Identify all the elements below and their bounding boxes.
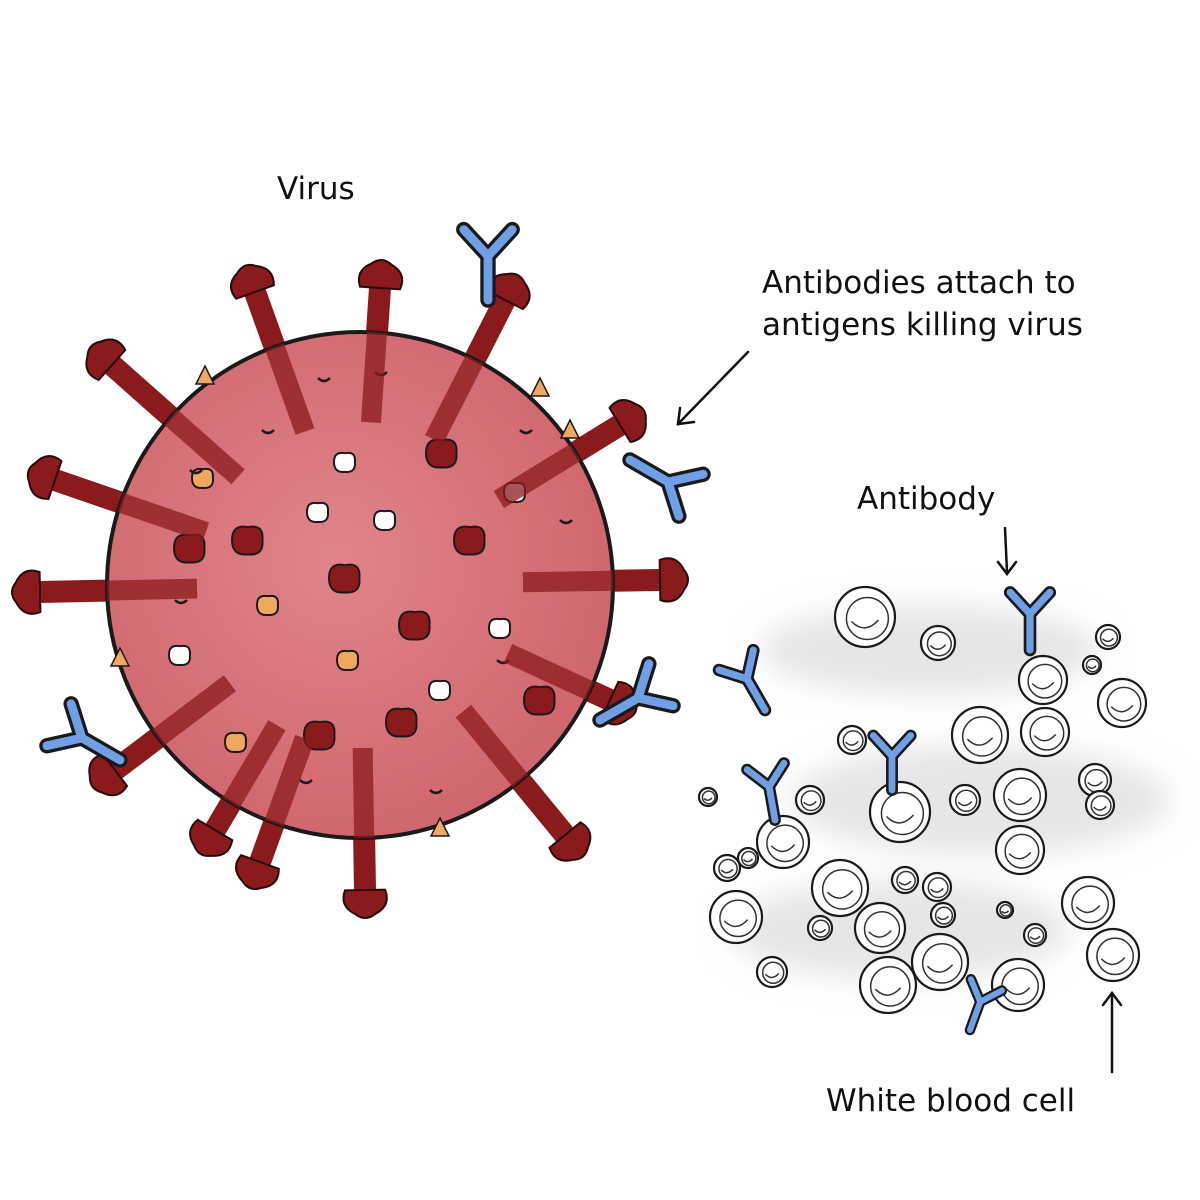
white-blood-cell [1086, 791, 1114, 819]
white-blood-cell [1021, 708, 1069, 756]
white-blood-cell [808, 916, 832, 940]
white-blood-cell [952, 707, 1008, 763]
white-blood-cell [931, 903, 955, 927]
white-blood-cell [838, 726, 866, 754]
surface-spot [454, 527, 485, 555]
arrow-white-blood-cell [1103, 993, 1121, 1072]
white-blood-cell [714, 855, 740, 881]
surface-spot [426, 440, 457, 468]
surface-spot [489, 619, 510, 638]
white-blood-cell [912, 934, 968, 990]
white-blood-cell [1096, 625, 1120, 649]
antibody [618, 439, 703, 516]
antibody-label: Antibody [857, 478, 995, 520]
surface-spot [329, 565, 360, 593]
white-blood-cell [757, 957, 787, 987]
white-blood-cell [921, 626, 955, 660]
surface-spot [524, 687, 555, 715]
antibodies-attach-label: Antibodies attach to antigens killing vi… [762, 262, 1083, 346]
white-blood-cell [835, 587, 895, 647]
white-blood-cell [710, 891, 762, 943]
virus-spike-stem [107, 589, 197, 591]
virus-spike-stem [523, 581, 613, 582]
surface-spot [334, 453, 355, 472]
white-blood-cell [1024, 924, 1046, 946]
white-blood-cell [812, 860, 868, 916]
white-blood-cell [1083, 656, 1101, 674]
white-blood-cell [994, 769, 1046, 821]
surface-spot [337, 651, 358, 670]
surface-spot [399, 612, 430, 640]
surface-spot [429, 681, 450, 700]
white-blood-cell [870, 782, 930, 842]
surface-spot [386, 709, 417, 737]
arrow-antibody [998, 528, 1016, 574]
surface-spot [169, 646, 190, 665]
white-blood-cell [996, 826, 1044, 874]
white-blood-cell [1062, 877, 1114, 929]
surface-spot [374, 511, 395, 530]
virus-label: Virus [277, 168, 355, 210]
antibodies-attach-label-line-1: Antibodies attach to [762, 262, 1083, 304]
antibodies-attach-label-line-2: antigens killing virus [762, 304, 1083, 346]
virus-spike-stem [371, 333, 377, 423]
antigen-tip [196, 366, 214, 384]
antigen-tip [531, 378, 549, 396]
surface-spot [232, 527, 263, 555]
surface-spot [225, 733, 246, 752]
virus-spike-stem [363, 748, 364, 838]
white-blood-cell [699, 788, 717, 806]
white-blood-cell [1019, 656, 1067, 704]
antigen-tip [561, 420, 579, 438]
white-blood-cell [855, 903, 905, 953]
white-blood-cell [992, 959, 1044, 1011]
white-blood-cell [860, 957, 916, 1013]
white-blood-cell [796, 786, 824, 814]
white-blood-cell [997, 902, 1013, 918]
white-blood-cell [738, 848, 758, 868]
arrow-attach [678, 352, 748, 424]
white-blood-cell [757, 816, 809, 868]
white-blood-cell [1087, 929, 1139, 981]
surface-spot [307, 503, 328, 522]
white-blood-cell [923, 873, 951, 901]
white-blood-cell [892, 867, 918, 893]
surface-spot [257, 596, 278, 615]
white-blood-cell-label: White blood cell [826, 1080, 1075, 1122]
antibody [747, 763, 793, 823]
white-blood-cell [950, 785, 980, 815]
white-blood-cell [1098, 679, 1146, 727]
